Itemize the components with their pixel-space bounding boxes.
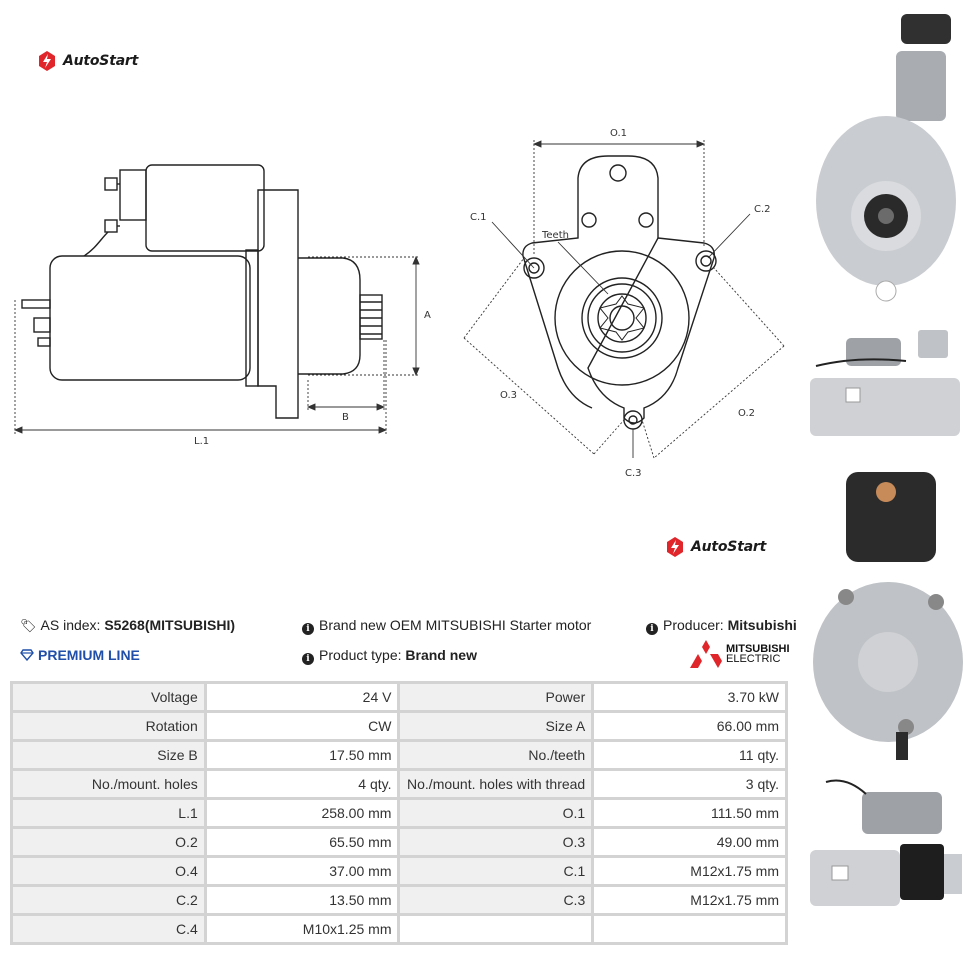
spec-value: CW xyxy=(206,713,398,739)
diamond-icon xyxy=(20,649,34,662)
dim-label-c3: C.3 xyxy=(625,468,642,479)
spec-label: No./mount. holes xyxy=(13,771,204,797)
spec-value: 65.50 mm xyxy=(206,829,398,855)
spec-label: O.3 xyxy=(400,829,592,855)
autostart-logo-icon xyxy=(667,537,683,557)
spec-label: Rotation xyxy=(13,713,204,739)
spec-value: 3.70 kW xyxy=(594,684,785,710)
front-view-drawing: O.1 C.1 C.2 Teeth O.3 O.2 C.3 xyxy=(463,128,785,479)
product-type-value: Brand new xyxy=(405,647,477,663)
dim-label-teeth: Teeth xyxy=(541,230,569,241)
product-photo-front xyxy=(806,6,970,306)
dim-label-o2: O.2 xyxy=(738,408,755,419)
spec-label: Voltage xyxy=(13,684,204,710)
autostart-logo-bottom: AutoStart xyxy=(664,536,766,558)
dim-label-b: B xyxy=(342,412,349,423)
spec-label: Size B xyxy=(13,742,204,768)
info-icon: i xyxy=(646,623,658,635)
spec-value: M12x1.75 mm xyxy=(594,858,785,884)
spec-value: M10x1.25 mm xyxy=(206,916,398,942)
side-view-drawing: A B L.1 xyxy=(13,164,431,447)
product-photo-side xyxy=(806,316,970,450)
mitsubishi-logo-icon xyxy=(690,640,722,668)
spec-value: M12x1.75 mm xyxy=(594,887,785,913)
spec-value: 37.00 mm xyxy=(206,858,398,884)
dim-label-o1: O.1 xyxy=(610,128,627,139)
spec-value: 11 qty. xyxy=(594,742,785,768)
mitsubishi-logo-line1: MITSUBISHI xyxy=(726,643,790,655)
spec-value: 111.50 mm xyxy=(594,800,785,826)
dim-label-c2: C.2 xyxy=(754,204,771,215)
spec-value: 258.00 mm xyxy=(206,800,398,826)
autostart-logo-text: AutoStart xyxy=(63,53,139,69)
producer-label: Producer: xyxy=(663,617,724,633)
product-photo-side-2 xyxy=(806,770,970,914)
spec-value: 24 V xyxy=(206,684,398,710)
as-index-label: AS index: xyxy=(40,617,101,633)
spec-value: 49.00 mm xyxy=(594,829,785,855)
spec-value: 13.50 mm xyxy=(206,887,398,913)
dim-label-l1: L.1 xyxy=(194,436,209,447)
autostart-logo: AutoStart xyxy=(36,50,138,72)
dim-label-a: A xyxy=(424,310,431,321)
spec-label: No./teeth xyxy=(400,742,592,768)
tags-icon: 🏷 xyxy=(20,618,37,633)
premium-line-badge: PREMIUM LINE xyxy=(20,647,140,663)
spec-value xyxy=(594,916,785,942)
spec-label: C.2 xyxy=(13,887,204,913)
spec-label: O.1 xyxy=(400,800,592,826)
product-type: i Product type: Brand new xyxy=(302,647,477,665)
spec-label: Size A xyxy=(400,713,592,739)
spec-label: C.1 xyxy=(400,858,592,884)
product-type-label: Product type: xyxy=(319,647,402,663)
producer: i Producer: Mitsubishi xyxy=(646,617,797,635)
spec-label: O.4 xyxy=(13,858,204,884)
premium-line-text: PREMIUM LINE xyxy=(38,647,140,663)
spec-label: Power xyxy=(400,684,592,710)
spec-value: 3 qty. xyxy=(594,771,785,797)
description-text: Brand new OEM MITSUBISHI Starter motor xyxy=(319,617,592,633)
spec-label: O.2 xyxy=(13,829,204,855)
spec-value: 4 qty. xyxy=(206,771,398,797)
spec-label: No./mount. holes with thread xyxy=(400,771,592,797)
mitsubishi-electric-logo: MITSUBISHI ELECTRIC xyxy=(690,640,790,668)
spec-label xyxy=(400,916,592,942)
mitsubishi-logo-line2: ELECTRIC xyxy=(726,653,781,665)
as-index-value: S5268(MITSUBISHI) xyxy=(104,617,236,633)
autostart-logo-icon xyxy=(39,51,55,71)
spec-label: C.4 xyxy=(13,916,204,942)
spec-value: 66.00 mm xyxy=(594,713,785,739)
spec-label: C.3 xyxy=(400,887,592,913)
producer-value: Mitsubishi xyxy=(727,617,797,633)
as-index: 🏷AS index: S5268(MITSUBISHI) xyxy=(20,617,235,634)
info-icon: i xyxy=(302,653,314,665)
info-icon: i xyxy=(302,623,314,635)
spec-label: L.1 xyxy=(13,800,204,826)
description: i Brand new OEM MITSUBISHI Starter motor xyxy=(302,617,591,635)
dim-label-c1: C.1 xyxy=(470,212,487,223)
spec-value: 17.50 mm xyxy=(206,742,398,768)
dim-label-o3: O.3 xyxy=(500,390,517,401)
product-photo-rear xyxy=(806,462,970,762)
autostart-logo-text: AutoStart xyxy=(691,539,767,555)
